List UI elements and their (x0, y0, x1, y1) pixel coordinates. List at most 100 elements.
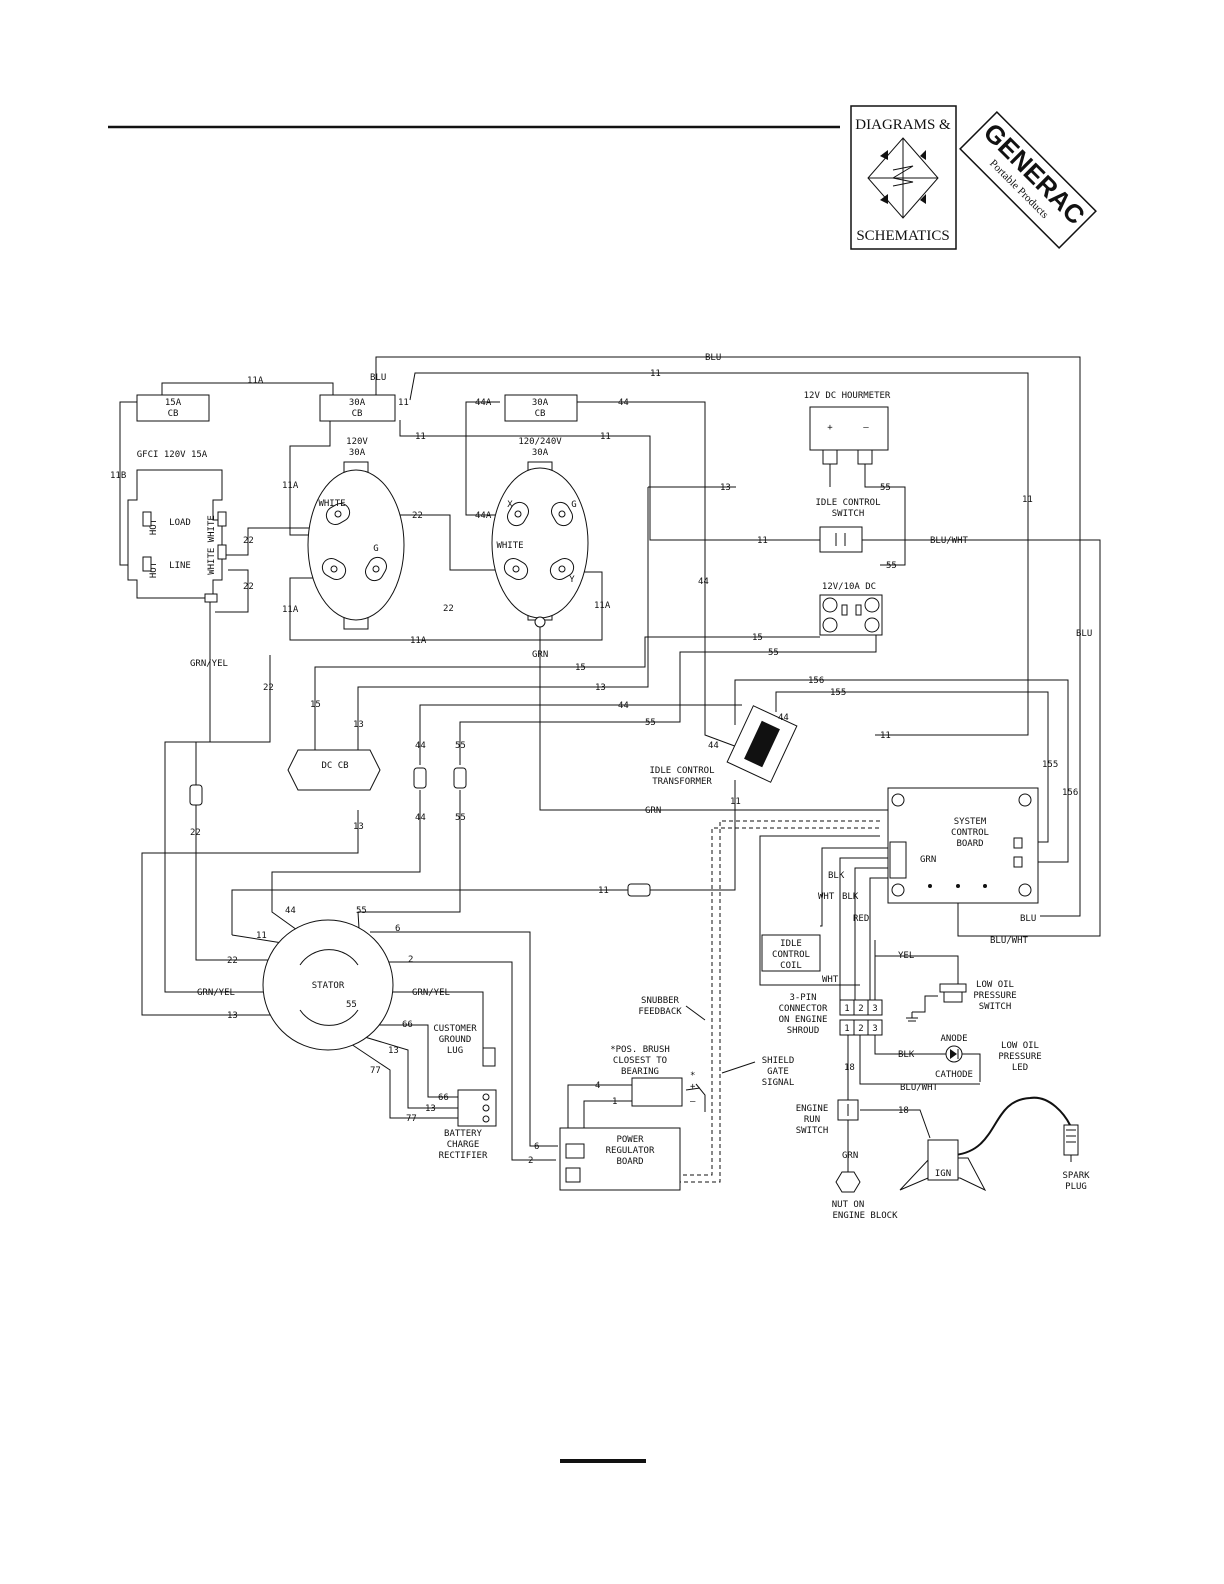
stator: STATOR (262, 919, 394, 1051)
svg-text:BLU: BLU (705, 353, 721, 363)
svg-text:BLU/WHT: BLU/WHT (930, 536, 969, 546)
svg-text:120V: 120V (346, 437, 368, 447)
svg-text:55: 55 (886, 561, 897, 571)
receptacle-120-240v: 120/240V 30A X G WHITE Y (491, 437, 589, 628)
svg-text:BLK: BLK (898, 1050, 915, 1060)
gfci-receptacle: GFCI 120V 15A LOAD LINE HOT HOT WHITE WH… (127, 450, 227, 603)
svg-text:11A: 11A (594, 601, 611, 611)
svg-text:44: 44 (618, 701, 629, 711)
svg-text:*: * (690, 1071, 695, 1081)
dc-circuit-breaker: DC CB (287, 749, 381, 791)
svg-text:+: + (827, 423, 833, 433)
svg-text:SWITCH: SWITCH (979, 1002, 1012, 1012)
svg-text:GATE: GATE (767, 1067, 789, 1077)
svg-text:SPARK: SPARK (1062, 1171, 1090, 1181)
svg-text:IDLE CONTROL: IDLE CONTROL (649, 766, 714, 776)
svg-text:6: 6 (534, 1142, 539, 1152)
svg-text:11: 11 (600, 432, 611, 442)
svg-text:—: — (690, 1097, 696, 1107)
svg-text:11: 11 (415, 432, 426, 442)
svg-text:IGN: IGN (935, 1169, 951, 1179)
power-regulator-board: POWER REGULATOR BOARD (559, 1127, 681, 1191)
svg-text:3: 3 (872, 1004, 877, 1014)
svg-text:77: 77 (370, 1066, 381, 1076)
svg-text:13: 13 (227, 1011, 238, 1021)
svg-text:11A: 11A (282, 605, 299, 615)
svg-text:22: 22 (263, 683, 274, 693)
svg-text:BLU: BLU (1076, 629, 1092, 639)
svg-text:GRN/YEL: GRN/YEL (190, 659, 228, 669)
svg-text:HOT: HOT (149, 518, 159, 535)
svg-text:22: 22 (243, 536, 254, 546)
svg-text:DC CB: DC CB (321, 761, 348, 771)
svg-text:GROUND: GROUND (439, 1035, 472, 1045)
battery-charge-rectifier: BATTERY CHARGE RECTIFIER (439, 1089, 497, 1161)
svg-text:CB: CB (535, 409, 546, 419)
svg-text:11A: 11A (247, 376, 264, 386)
svg-text:RECTIFIER: RECTIFIER (439, 1151, 488, 1161)
svg-text:GRN: GRN (645, 806, 661, 816)
svg-text:66: 66 (438, 1093, 449, 1103)
svg-text:6: 6 (395, 924, 400, 934)
svg-text:1: 1 (844, 1024, 849, 1034)
svg-text:11: 11 (730, 797, 741, 807)
svg-text:GFCI 120V 15A: GFCI 120V 15A (137, 450, 208, 460)
svg-text:NUT ON: NUT ON (832, 1200, 865, 1210)
svg-text:155: 155 (830, 688, 846, 698)
svg-text:15: 15 (752, 633, 763, 643)
svg-text:13: 13 (353, 720, 364, 730)
diode-bridge-icon (867, 137, 939, 219)
customer-ground-lug: CUSTOMER GROUND LUG (433, 1024, 496, 1067)
idle-control-switch: IDLE CONTROL SWITCH (815, 498, 881, 553)
svg-text:X: X (507, 500, 513, 510)
svg-text:11: 11 (398, 398, 409, 408)
inline-connector-22 (189, 784, 203, 806)
svg-text:2: 2 (858, 1024, 863, 1034)
svg-text:LOW OIL: LOW OIL (1001, 1041, 1039, 1051)
svg-text:44: 44 (698, 577, 709, 587)
svg-text:44A: 44A (475, 511, 492, 521)
svg-text:CATHODE: CATHODE (935, 1070, 973, 1080)
svg-text:CB: CB (168, 409, 179, 419)
svg-text:22: 22 (412, 511, 423, 521)
snubber-feedback-label: SNUBBER FEEDBACK (638, 996, 706, 1021)
svg-text:11: 11 (256, 931, 267, 941)
svg-text:44: 44 (415, 813, 426, 823)
svg-text:55: 55 (768, 648, 779, 658)
svg-text:156: 156 (1062, 788, 1078, 798)
svg-text:11A: 11A (282, 481, 299, 491)
idle-control-coil: IDLE CONTROL COIL (761, 934, 821, 972)
svg-text:15A: 15A (165, 398, 182, 408)
svg-text:G: G (373, 544, 378, 554)
svg-text:SNUBBER: SNUBBER (641, 996, 680, 1006)
shield-gate-label: SHIELD GATE SIGNAL (721, 1056, 794, 1088)
svg-text:BLU/WHT: BLU/WHT (990, 936, 1029, 946)
svg-text:2: 2 (408, 955, 413, 965)
system-control-board: SYSTEM CONTROL BOARD (887, 787, 1039, 904)
engine-run-switch: ENGINE RUN SWITCH (796, 1099, 859, 1136)
logo-top-text: DIAGRAMS & (855, 117, 951, 133)
svg-text:1: 1 (612, 1097, 617, 1107)
svg-text:CUSTOMER: CUSTOMER (433, 1024, 477, 1034)
svg-text:PLUG: PLUG (1065, 1182, 1087, 1192)
svg-text:BLK: BLK (842, 892, 859, 902)
svg-text:YEL: YEL (898, 951, 914, 961)
svg-text:55: 55 (346, 1000, 357, 1010)
svg-text:BLU: BLU (1020, 914, 1036, 924)
svg-text:BEARING: BEARING (621, 1067, 659, 1077)
wires (119, 356, 1101, 1183)
svg-text:CONTROL: CONTROL (772, 950, 810, 960)
spark-plug: SPARK PLUG (1062, 1124, 1090, 1192)
svg-text:+: + (690, 1082, 696, 1092)
svg-text:11: 11 (650, 369, 661, 379)
svg-text:11: 11 (757, 536, 768, 546)
svg-text:30A: 30A (532, 398, 549, 408)
svg-text:55: 55 (356, 906, 367, 916)
svg-text:12V DC HOURMETER: 12V DC HOURMETER (804, 391, 891, 401)
svg-text:LUG: LUG (447, 1046, 463, 1056)
svg-text:WHITE: WHITE (318, 499, 345, 509)
idle-control-transformer: IDLE CONTROL TRANSFORMER (649, 705, 798, 787)
svg-text:CB: CB (352, 409, 363, 419)
svg-text:44A: 44A (475, 398, 492, 408)
